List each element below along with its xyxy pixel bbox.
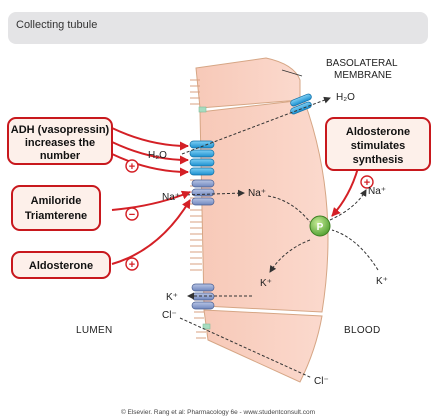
adh-box bbox=[7, 117, 113, 165]
na-channel-3 bbox=[191, 197, 215, 206]
tight-junction-lower bbox=[202, 323, 211, 330]
amiloride-effect: − bbox=[129, 209, 135, 221]
apical-aquaporins bbox=[189, 140, 215, 176]
aldosterone-left-line1: Aldosterone bbox=[29, 260, 93, 272]
aldosterone-right-box bbox=[325, 117, 431, 171]
h2o-top-label: H₂O bbox=[336, 92, 355, 103]
lumen-label: LUMEN bbox=[76, 325, 113, 336]
k-mid-label: K⁺ bbox=[260, 278, 272, 289]
adh-arrow-1 bbox=[111, 127, 189, 151]
lower-cell bbox=[203, 309, 323, 383]
h2o-path bbox=[181, 96, 331, 155]
amiloride-line2: Triamterene bbox=[25, 210, 87, 222]
k-path-to-cell bbox=[269, 239, 311, 273]
adh-plus-marker bbox=[125, 159, 139, 173]
adh-arrow-2 bbox=[111, 141, 189, 165]
effect-markers bbox=[125, 159, 374, 271]
aldosterone-right-line2: stimulates bbox=[351, 140, 405, 152]
aldosterone-right-line1: Aldosterone bbox=[346, 126, 410, 138]
na-mid-label: Na⁺ bbox=[248, 188, 266, 199]
cl-left-label: Cl⁻ bbox=[162, 310, 177, 321]
na-k-pump bbox=[309, 215, 331, 237]
aquaporin-3 bbox=[189, 158, 215, 167]
amiloride-line1: Amiloride bbox=[31, 195, 82, 207]
header-title: Collecting tubule bbox=[16, 19, 98, 31]
aldosterone-left-box bbox=[11, 251, 111, 279]
na-left-label: Na⁺ bbox=[162, 192, 180, 203]
amiloride-arrow bbox=[111, 190, 191, 211]
k-path-in bbox=[331, 229, 379, 271]
principal-cell bbox=[199, 99, 329, 313]
aldosterone-left-effect: + bbox=[129, 259, 135, 271]
na-channel-1 bbox=[191, 179, 215, 188]
header-bar bbox=[8, 12, 428, 44]
transport-arrows bbox=[179, 69, 379, 379]
footer-credit: © Elsevier. Rang et al: Pharmacology 6e … bbox=[121, 408, 315, 416]
basolateral-label-1: BASOLATERAL bbox=[326, 58, 398, 69]
aldosterone-right-plus-marker bbox=[360, 175, 374, 189]
na-channel-2 bbox=[191, 188, 215, 197]
pump-label: P bbox=[317, 222, 324, 233]
aquaporin-4 bbox=[189, 167, 215, 176]
basolateral-label-2: MEMBRANE bbox=[334, 70, 392, 81]
adh-line2: increases the bbox=[25, 137, 95, 149]
amiloride-minus-marker bbox=[125, 207, 139, 221]
blood-label: BLOOD bbox=[344, 325, 381, 336]
k-channels bbox=[191, 283, 215, 310]
na-path-apical bbox=[181, 189, 245, 197]
na-right-label: Na⁺ bbox=[368, 186, 386, 197]
aldosterone-left-arrow bbox=[111, 199, 191, 265]
na-path-out bbox=[329, 189, 367, 221]
upper-cell bbox=[195, 57, 301, 109]
k-channel-1 bbox=[191, 283, 215, 292]
cl-bottom-label: Cl⁻ bbox=[314, 376, 329, 387]
k-channel-3 bbox=[191, 301, 215, 310]
cl-path bbox=[179, 317, 313, 379]
aquaporin-1 bbox=[189, 140, 215, 149]
adh-arrow-3 bbox=[111, 153, 189, 177]
aldosterone-right-line3: synthesis bbox=[353, 154, 404, 166]
k-left-label: K⁺ bbox=[166, 292, 178, 303]
adh-effect: + bbox=[129, 161, 135, 173]
h2o-left-label: H₂O bbox=[148, 150, 167, 161]
k-right-label: K⁺ bbox=[376, 276, 388, 287]
basolateral-aquaporin-1 bbox=[290, 93, 312, 107]
adh-line3: number bbox=[40, 150, 81, 162]
adh-line1: ADH (vasopressin) bbox=[11, 124, 110, 136]
aquaporin-2 bbox=[189, 149, 215, 158]
aldosterone-right-effect: + bbox=[364, 177, 370, 189]
regulation-arrows bbox=[111, 127, 359, 265]
basolateral-label-line-1 bbox=[281, 69, 303, 77]
tight-junction-upper bbox=[198, 106, 207, 113]
aldosterone-left-plus-marker bbox=[125, 257, 139, 271]
aldosterone-right-arrow bbox=[331, 167, 359, 217]
amiloride-box bbox=[11, 185, 101, 231]
na-path-to-pump bbox=[267, 195, 311, 223]
na-channels bbox=[191, 179, 215, 206]
